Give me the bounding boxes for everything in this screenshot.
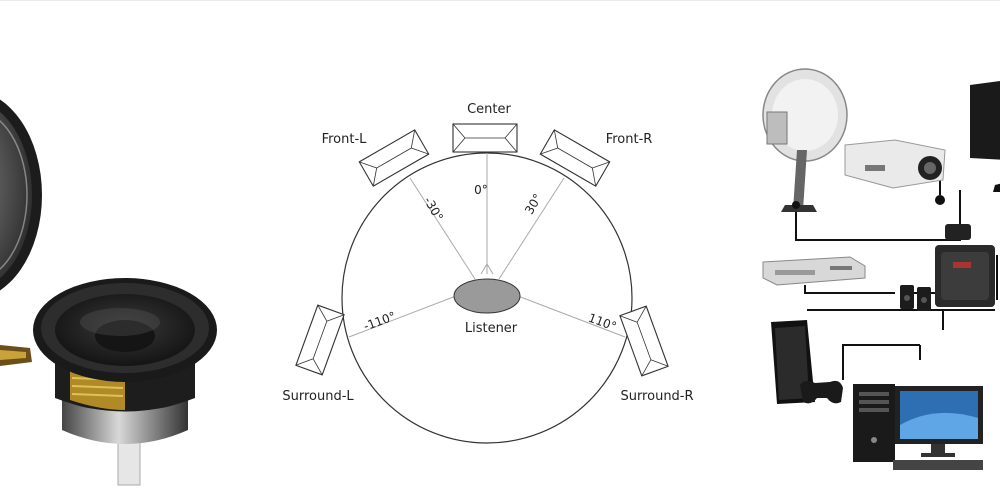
speaker-layout-diagram: Listener	[270, 0, 710, 500]
game-console-icon	[771, 320, 843, 404]
speaker-surround-right-icon	[619, 305, 669, 377]
satellite-dish-icon	[762, 68, 848, 212]
ray-minus-110	[348, 295, 457, 338]
ray-110	[517, 295, 626, 338]
satellite-receiver-icon	[762, 256, 866, 286]
listener-label: Listener	[465, 321, 518, 336]
speaker-label-surround-right: Surround-R	[620, 389, 693, 404]
pc-tower-icon	[853, 384, 895, 462]
speaker-surround-left-icon	[295, 304, 345, 376]
speaker-label-front-left: Front-L	[322, 132, 368, 147]
speaker-label-surround-left: Surround-L	[282, 389, 354, 404]
connection-wires	[795, 175, 998, 380]
speaker-front-right-icon	[539, 129, 611, 187]
angle-label-minus-30: -30°	[421, 194, 446, 223]
home-theater-equipment-image	[745, 0, 1000, 500]
angle-label-0: 0°	[474, 183, 488, 197]
satellite-speakers-icon	[900, 285, 931, 311]
listener	[453, 263, 521, 314]
speaker-center-icon	[452, 123, 518, 153]
angle-label-minus-110: -110°	[362, 309, 398, 334]
top-divider	[0, 0, 1000, 1]
speaker-drivers-image	[0, 0, 235, 500]
large-speaker-cone-icon	[0, 99, 42, 291]
speaker-front-left-icon	[358, 129, 430, 187]
ray-minus-30	[409, 177, 476, 280]
speaker-label-center: Center	[467, 102, 511, 117]
subwoofer-icon	[935, 224, 995, 307]
angle-label-110: 110°	[586, 311, 618, 334]
projector-icon	[844, 139, 946, 205]
driver-part-icon	[0, 345, 32, 366]
speaker-label-front-right: Front-R	[606, 132, 653, 147]
computer-monitor-icon	[893, 386, 983, 470]
tv-screen-icon	[970, 80, 1000, 192]
woofer-driver-icon	[33, 278, 217, 486]
ray-30	[498, 177, 565, 280]
